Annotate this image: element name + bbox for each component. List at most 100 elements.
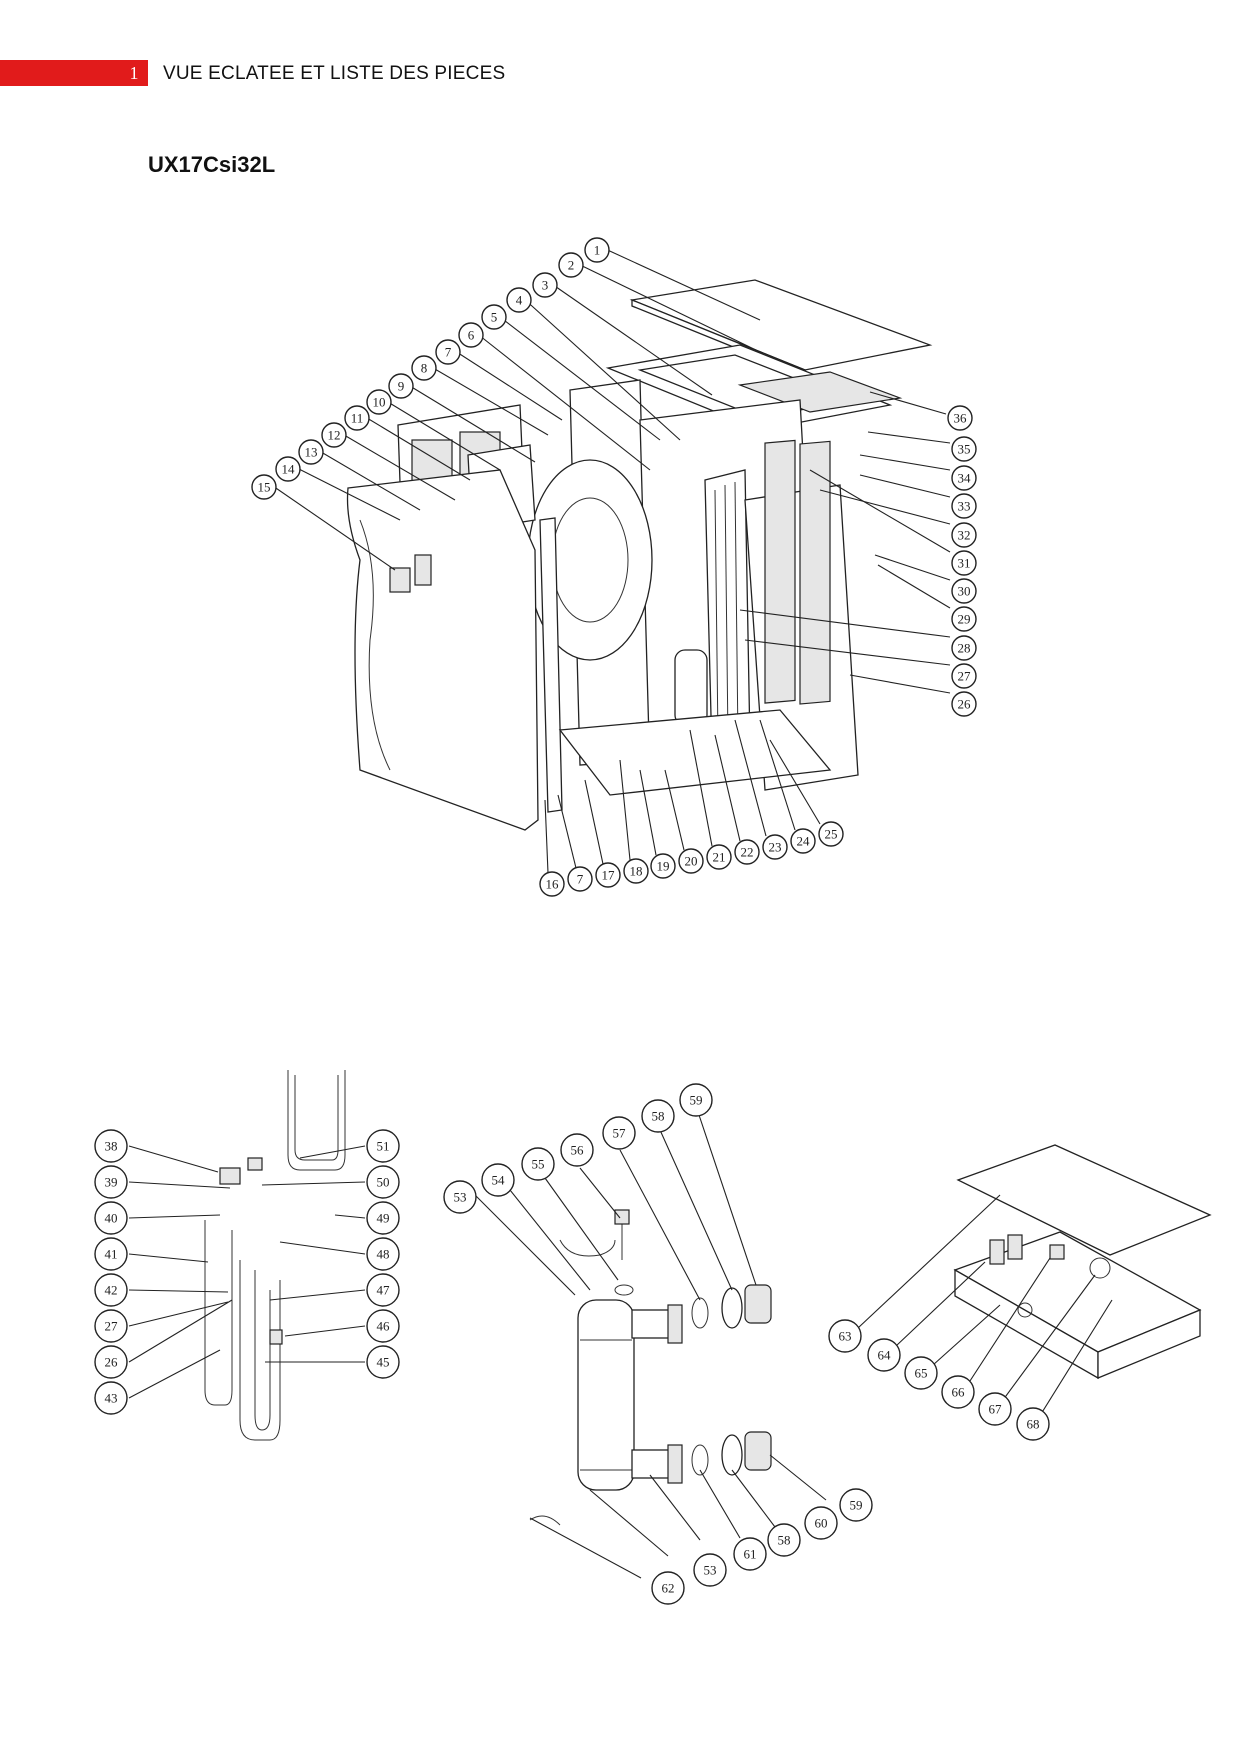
- exchanger-callouts: 53 54 55 56 57 58 59 58 59 60 61 53 62: [443, 1083, 873, 1605]
- svg-text:39: 39: [105, 1175, 118, 1190]
- callout: 59: [839, 1488, 873, 1522]
- electric-box-leader-lines: [857, 1194, 1113, 1415]
- callout: 67: [978, 1392, 1012, 1426]
- svg-text:19: 19: [657, 859, 670, 874]
- callout: 53: [443, 1180, 477, 1214]
- svg-text:14: 14: [282, 462, 296, 477]
- svg-text:59: 59: [850, 1498, 863, 1513]
- svg-text:65: 65: [915, 1366, 928, 1381]
- callout: 4: [506, 287, 532, 313]
- svg-text:54: 54: [492, 1173, 506, 1188]
- callout: 53: [693, 1553, 727, 1587]
- svg-text:1: 1: [594, 243, 601, 258]
- svg-text:25: 25: [825, 827, 838, 842]
- svg-text:57: 57: [613, 1126, 627, 1141]
- callout: 41: [94, 1237, 128, 1271]
- svg-text:45: 45: [377, 1355, 390, 1370]
- callout: 19: [650, 853, 676, 879]
- callout: 28: [951, 635, 977, 661]
- svg-text:20: 20: [685, 854, 698, 869]
- callout: 40: [94, 1201, 128, 1235]
- svg-text:36: 36: [954, 411, 968, 426]
- svg-text:31: 31: [958, 556, 971, 571]
- svg-text:35: 35: [958, 442, 971, 457]
- callout: 68: [1016, 1407, 1050, 1441]
- svg-text:58: 58: [778, 1533, 791, 1548]
- svg-text:23: 23: [769, 840, 782, 855]
- callout: 38: [94, 1129, 128, 1163]
- svg-text:7: 7: [445, 345, 452, 360]
- callout: 60: [804, 1506, 838, 1540]
- callout: 59: [679, 1083, 713, 1117]
- svg-text:67: 67: [989, 1402, 1003, 1417]
- svg-text:13: 13: [305, 445, 318, 460]
- callout: 10: [366, 389, 392, 415]
- callout: 2: [558, 252, 584, 278]
- callout: 13: [298, 439, 324, 465]
- svg-text:56: 56: [571, 1143, 585, 1158]
- callout: 6: [458, 322, 484, 348]
- svg-text:8: 8: [421, 361, 428, 376]
- callout: 36: [947, 405, 973, 431]
- callout: 29: [951, 606, 977, 632]
- callout: 55: [521, 1147, 555, 1181]
- svg-text:68: 68: [1027, 1417, 1040, 1432]
- svg-text:22: 22: [741, 845, 754, 860]
- callout: 16: [539, 871, 565, 897]
- svg-text:2: 2: [568, 258, 575, 273]
- model-name: UX17Csi32L: [148, 152, 276, 177]
- callout: 20: [678, 848, 704, 874]
- callout: 9: [388, 373, 414, 399]
- callout: 18: [623, 858, 649, 884]
- callout: 50: [366, 1165, 400, 1199]
- piping-drawing: [204, 1070, 346, 1441]
- svg-text:38: 38: [105, 1139, 118, 1154]
- callout: 66: [941, 1375, 975, 1409]
- svg-text:62: 62: [662, 1581, 675, 1596]
- svg-text:51: 51: [377, 1139, 390, 1154]
- callout: 54: [481, 1163, 515, 1197]
- callout: 34: [951, 465, 977, 491]
- page-header: 1 VUE ECLATEE ET LISTE DES PIECES: [0, 60, 1240, 88]
- svg-text:9: 9: [398, 379, 405, 394]
- callout: 21: [706, 844, 732, 870]
- callout: 8: [411, 355, 437, 381]
- svg-text:6: 6: [468, 328, 475, 343]
- callout: 15: [251, 474, 277, 500]
- svg-text:15: 15: [258, 480, 271, 495]
- svg-text:27: 27: [105, 1319, 119, 1334]
- callout: 5: [481, 304, 507, 330]
- callout: 26: [951, 691, 977, 717]
- svg-text:21: 21: [713, 850, 726, 865]
- svg-text:66: 66: [952, 1385, 966, 1400]
- callout: 1: [584, 237, 610, 263]
- callout: 22: [734, 839, 760, 865]
- header-title: VUE ECLATEE ET LISTE DES PIECES: [163, 63, 506, 84]
- svg-text:64: 64: [878, 1348, 892, 1363]
- svg-text:18: 18: [630, 864, 643, 879]
- callout: 58: [641, 1099, 675, 1133]
- svg-text:26: 26: [958, 697, 972, 712]
- svg-text:12: 12: [328, 428, 341, 443]
- callout: 26: [94, 1345, 128, 1379]
- callout: 25: [818, 821, 844, 847]
- svg-text:49: 49: [377, 1211, 390, 1226]
- callout: 12: [321, 422, 347, 448]
- svg-text:28: 28: [958, 641, 971, 656]
- svg-text:11: 11: [351, 411, 364, 426]
- svg-text:17: 17: [602, 868, 616, 883]
- svg-text:34: 34: [958, 471, 972, 486]
- callout: 30: [951, 578, 977, 604]
- svg-text:32: 32: [958, 528, 971, 543]
- svg-text:53: 53: [454, 1190, 467, 1205]
- main-leader-lines: [269, 246, 951, 874]
- svg-text:46: 46: [377, 1319, 391, 1334]
- svg-text:47: 47: [377, 1283, 391, 1298]
- callout: 51: [366, 1129, 400, 1163]
- svg-text:7: 7: [577, 872, 584, 887]
- callout: 58: [767, 1523, 801, 1557]
- callout: 14: [275, 456, 301, 482]
- callout: 49: [366, 1201, 400, 1235]
- svg-text:24: 24: [797, 834, 811, 849]
